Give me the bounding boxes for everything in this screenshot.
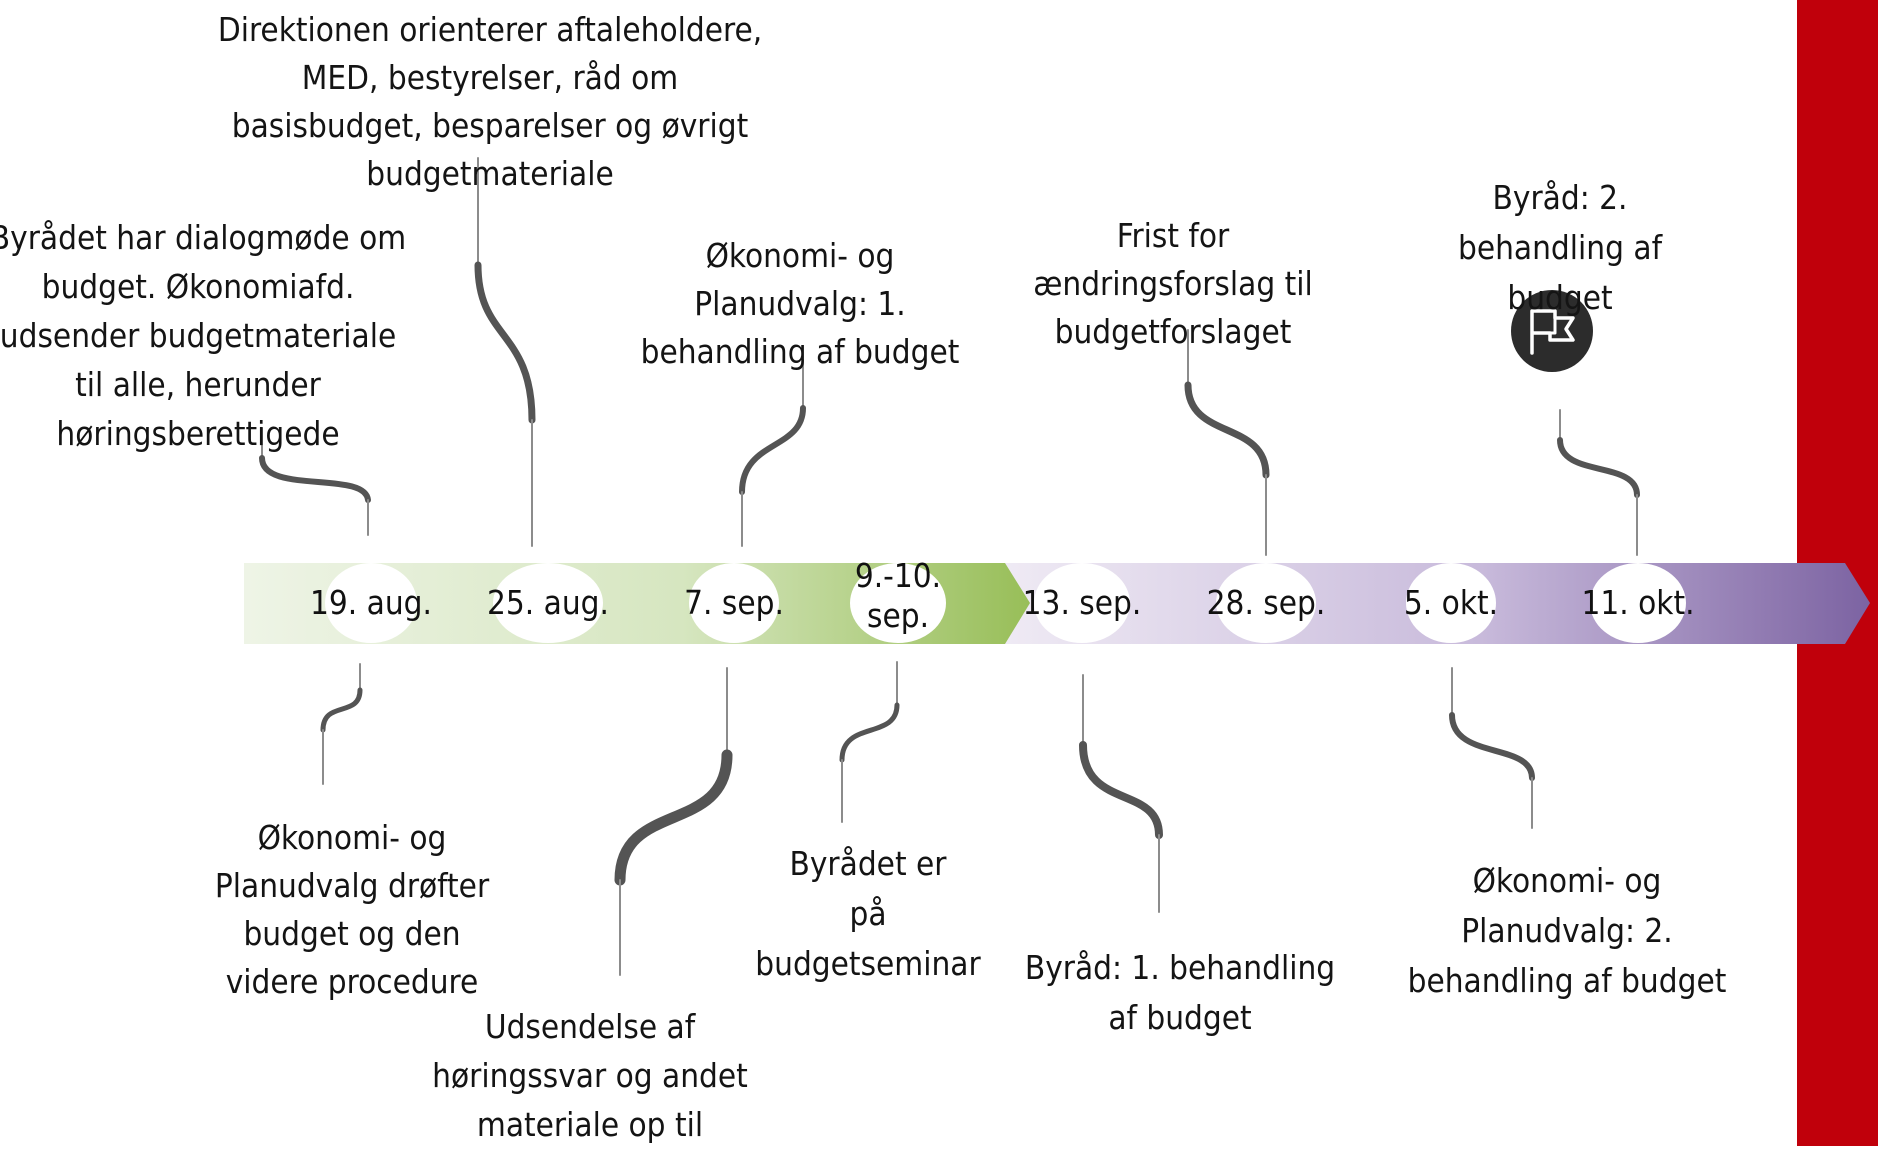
- date-marker-2: [493, 563, 603, 643]
- connector: [739, 405, 806, 495]
- date-marker-1: [325, 563, 417, 643]
- date-marker-3: [689, 563, 779, 643]
- date-markers: [325, 563, 1686, 643]
- date-labels: 19. aug. 25. aug. 7. sep. 9.-10.sep. 13.…: [310, 556, 1694, 635]
- connector: [1079, 741, 1163, 839]
- date-label: 11. okt.: [1581, 583, 1694, 622]
- connector: [839, 702, 900, 763]
- timeline-arrow-green: [244, 563, 1040, 644]
- connector: [614, 749, 733, 886]
- event-label: Direktionen orienterer aftaleholdere,MED…: [218, 10, 762, 193]
- connector: [474, 261, 536, 424]
- connector: [259, 455, 371, 503]
- date-marker-5: [1034, 563, 1130, 643]
- connectors: [259, 157, 1640, 976]
- connector: [1449, 712, 1535, 781]
- connector: [1557, 437, 1640, 498]
- date-label: 5. okt.: [1404, 583, 1498, 622]
- date-marker-6: [1216, 563, 1316, 643]
- connector: [1184, 381, 1270, 479]
- date-label: 9.-10.sep.: [855, 556, 941, 635]
- date-label: 19. aug.: [310, 583, 432, 622]
- date-marker-7: [1406, 563, 1496, 643]
- date-label: 13. sep.: [1023, 583, 1142, 622]
- date-label: 28. sep.: [1207, 583, 1326, 622]
- flag-icon: [1511, 290, 1593, 372]
- date-label: 7. sep.: [684, 583, 784, 622]
- date-marker-8: [1590, 563, 1686, 643]
- date-marker-4: [850, 563, 946, 643]
- connector: [320, 687, 363, 733]
- date-label: 25. aug.: [487, 583, 609, 622]
